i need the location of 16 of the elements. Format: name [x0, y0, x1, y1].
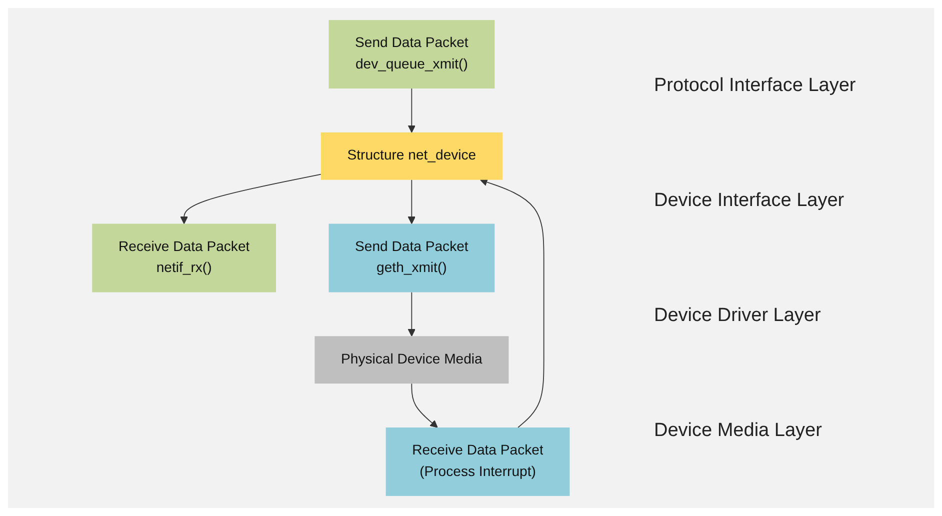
layer-label: Device Media Layer — [654, 420, 823, 442]
arrow — [411, 383, 438, 428]
arrow — [408, 88, 416, 133]
node-box: Send Data Packet geth_xmit() — [328, 224, 495, 292]
node-box: Structure net_device — [320, 132, 503, 180]
layer-label: Device Interface Layer — [654, 190, 846, 212]
layer-label: Protocol Interface Layer — [654, 74, 857, 96]
layer-label: Device Driver Layer — [654, 304, 822, 326]
node-box: Receive Data Packet (Process Interrupt) — [386, 427, 570, 496]
arrow — [480, 178, 544, 428]
arrow — [180, 174, 322, 224]
node-box: Receive Data Packet netif_rx() — [92, 224, 276, 292]
node-box: Send Data Packet dev_queue_xmit() — [328, 20, 495, 89]
arrow — [408, 179, 416, 224]
node-box: Physical Device Media — [314, 336, 509, 384]
arrow — [408, 292, 416, 336]
